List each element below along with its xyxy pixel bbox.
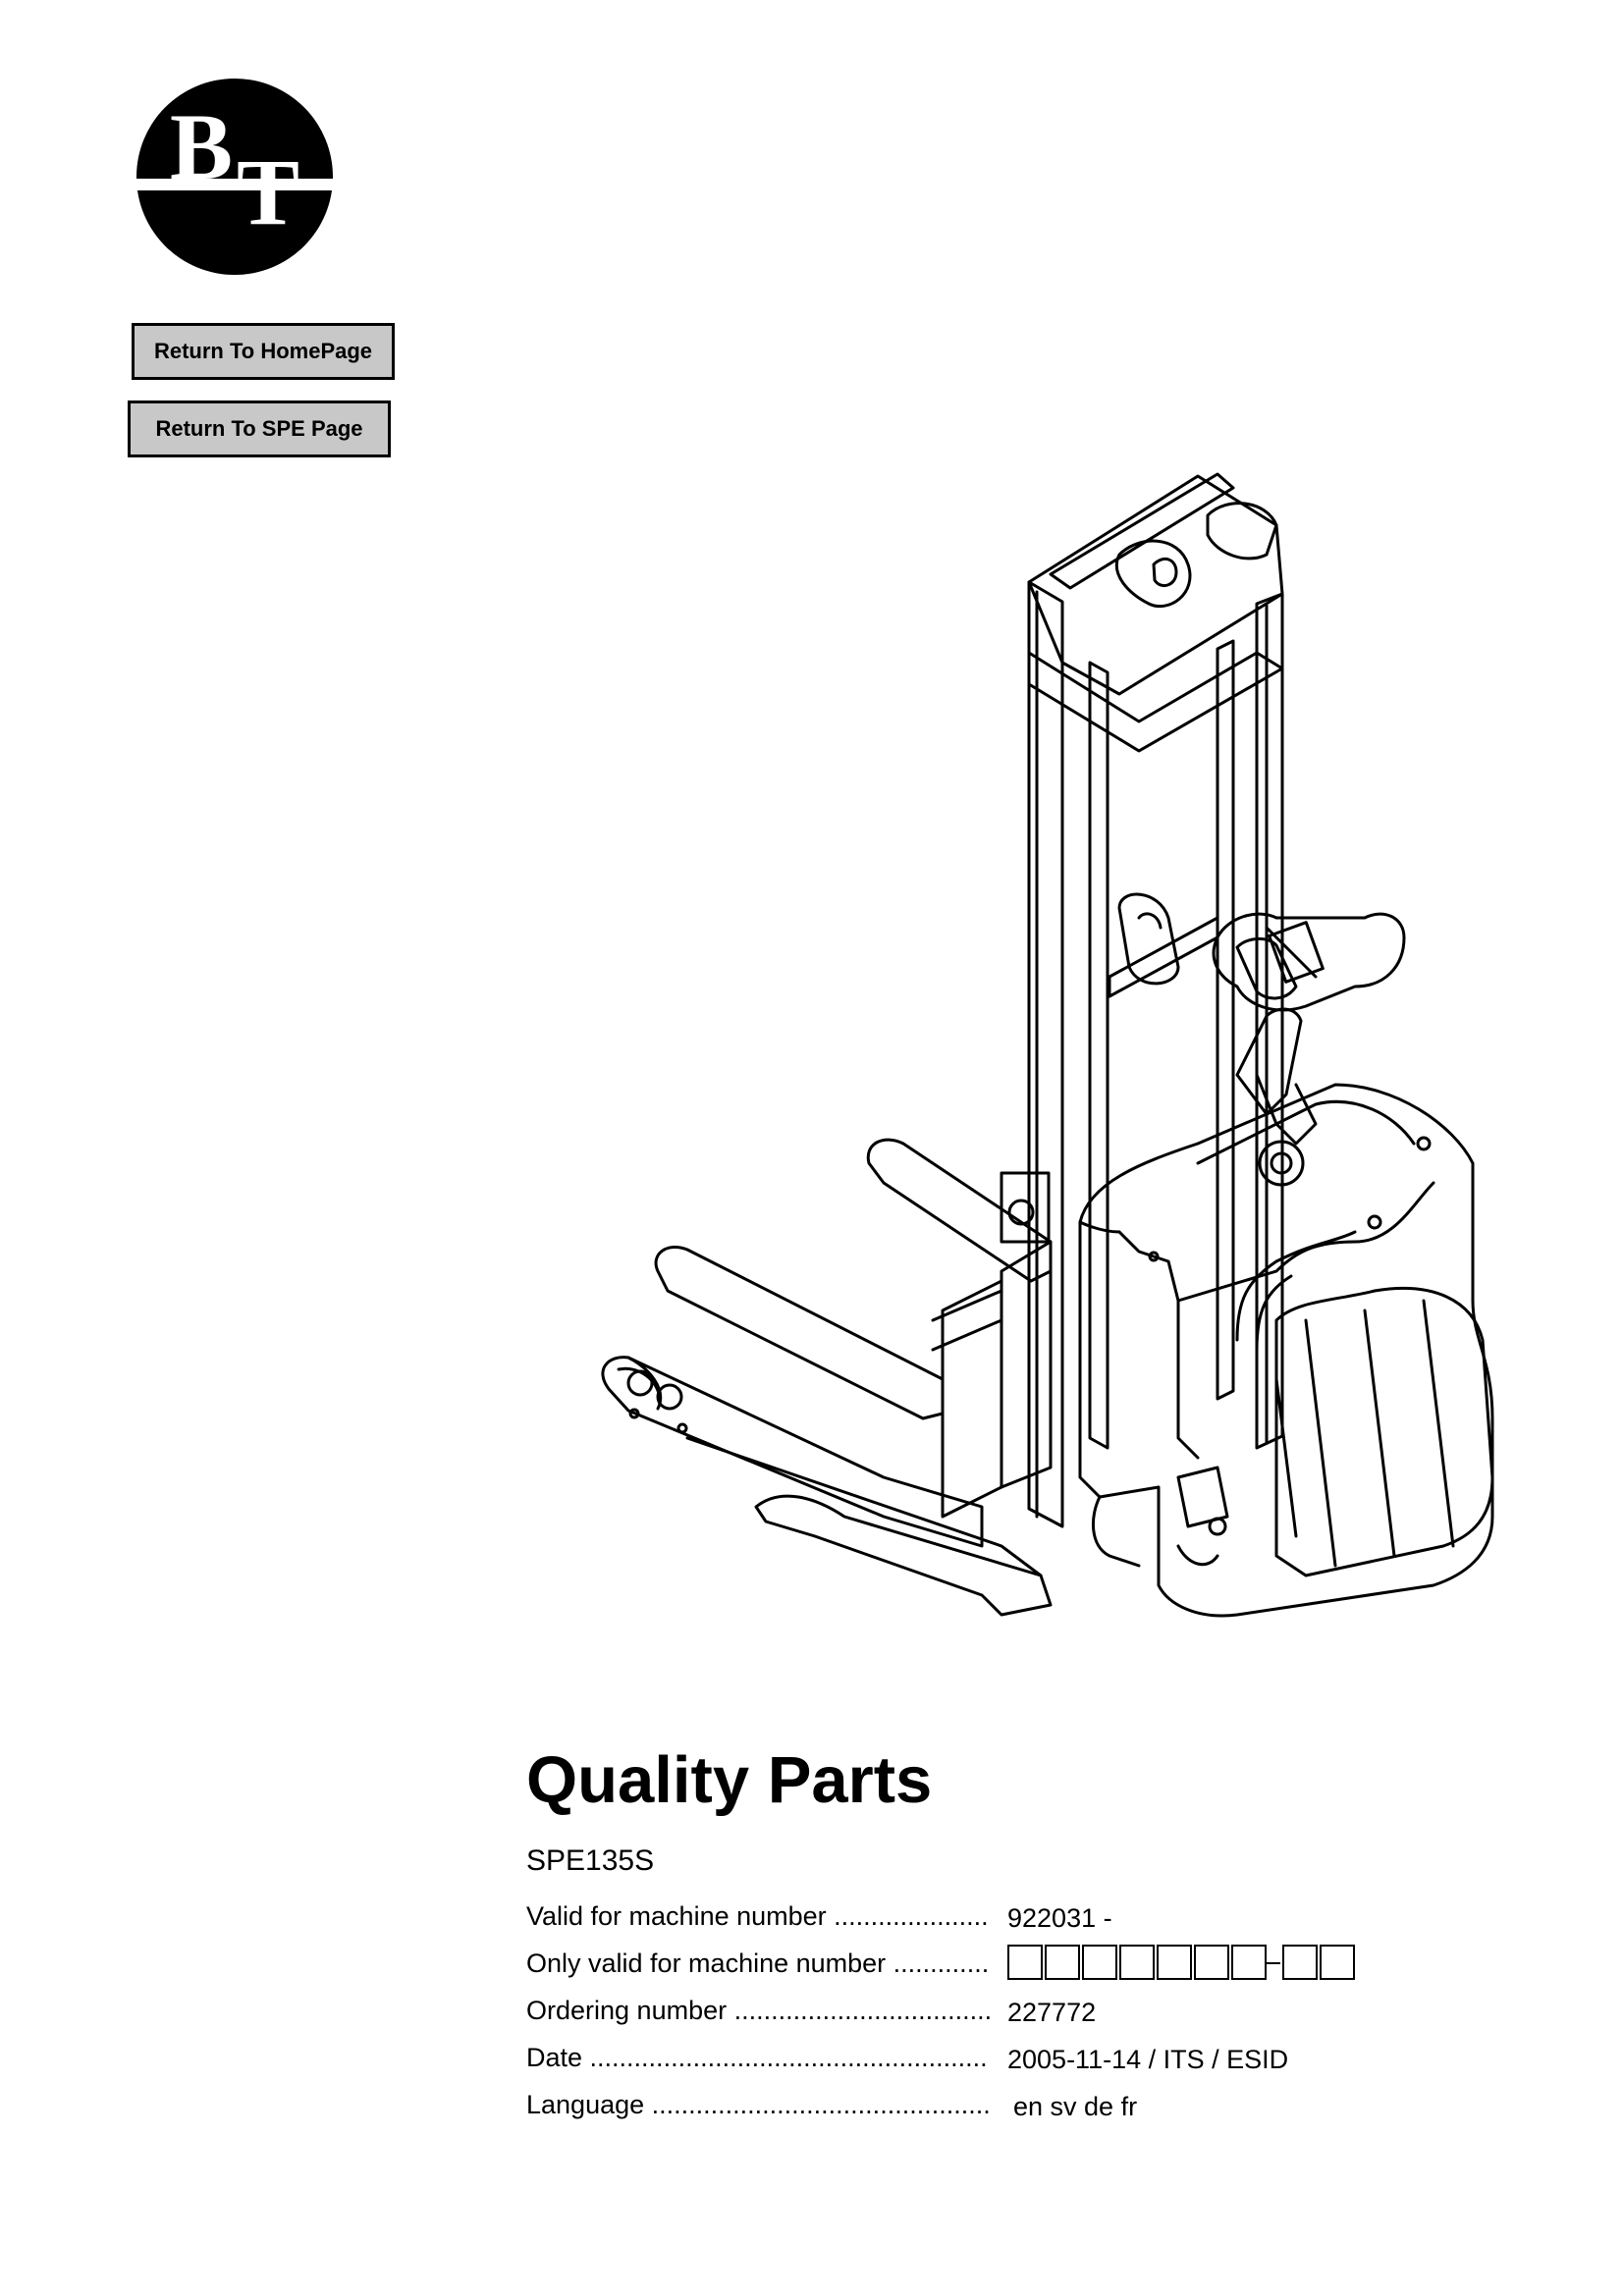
digit-box	[1007, 1945, 1043, 1980]
info-label: Date	[526, 2043, 990, 2073]
document-title: Quality Parts	[526, 1743, 933, 1817]
info-row-date: Date 2005-11-14 / ITS / ESID	[526, 2043, 1410, 2082]
digit-box	[1082, 1945, 1117, 1980]
info-value: en sv de fr	[1013, 2092, 1138, 2121]
info-row-language: Language en sv de fr	[526, 2090, 1410, 2129]
svg-text:B: B	[170, 94, 233, 199]
info-label: Only valid for machine number	[526, 1949, 990, 1979]
info-row-ordering-number: Ordering number 227772	[526, 1996, 1410, 2035]
info-label: Language	[526, 2090, 990, 2120]
model-number: SPE135S	[526, 1844, 655, 1877]
info-row-valid-machine-number: Valid for machine number 922031 -	[526, 1901, 1410, 1941]
digit-box	[1119, 1945, 1155, 1980]
svg-text:T: T	[237, 139, 299, 244]
digit-box	[1157, 1945, 1192, 1980]
return-to-homepage-button[interactable]: Return To HomePage	[132, 323, 395, 380]
info-label: Ordering number	[526, 1996, 990, 2026]
info-value: 922031 -	[1007, 1903, 1112, 1933]
stacker-truck-illustration	[601, 472, 1494, 1618]
digit-box	[1282, 1945, 1318, 1980]
info-value: 2005-11-14 / ITS / ESID	[1007, 2045, 1289, 2074]
digit-box	[1045, 1945, 1080, 1980]
info-value: 227772	[1007, 1998, 1097, 2027]
info-label: Valid for machine number	[526, 1901, 990, 1932]
separator-dash	[1267, 1962, 1280, 1964]
info-row-only-valid-machine-number: Only valid for machine number	[526, 1945, 1410, 1988]
digit-box	[1320, 1945, 1355, 1980]
digit-box	[1194, 1945, 1229, 1980]
bt-logo: B T	[135, 79, 335, 275]
digit-box	[1231, 1945, 1267, 1980]
return-to-spe-page-button[interactable]: Return To SPE Page	[128, 400, 391, 457]
